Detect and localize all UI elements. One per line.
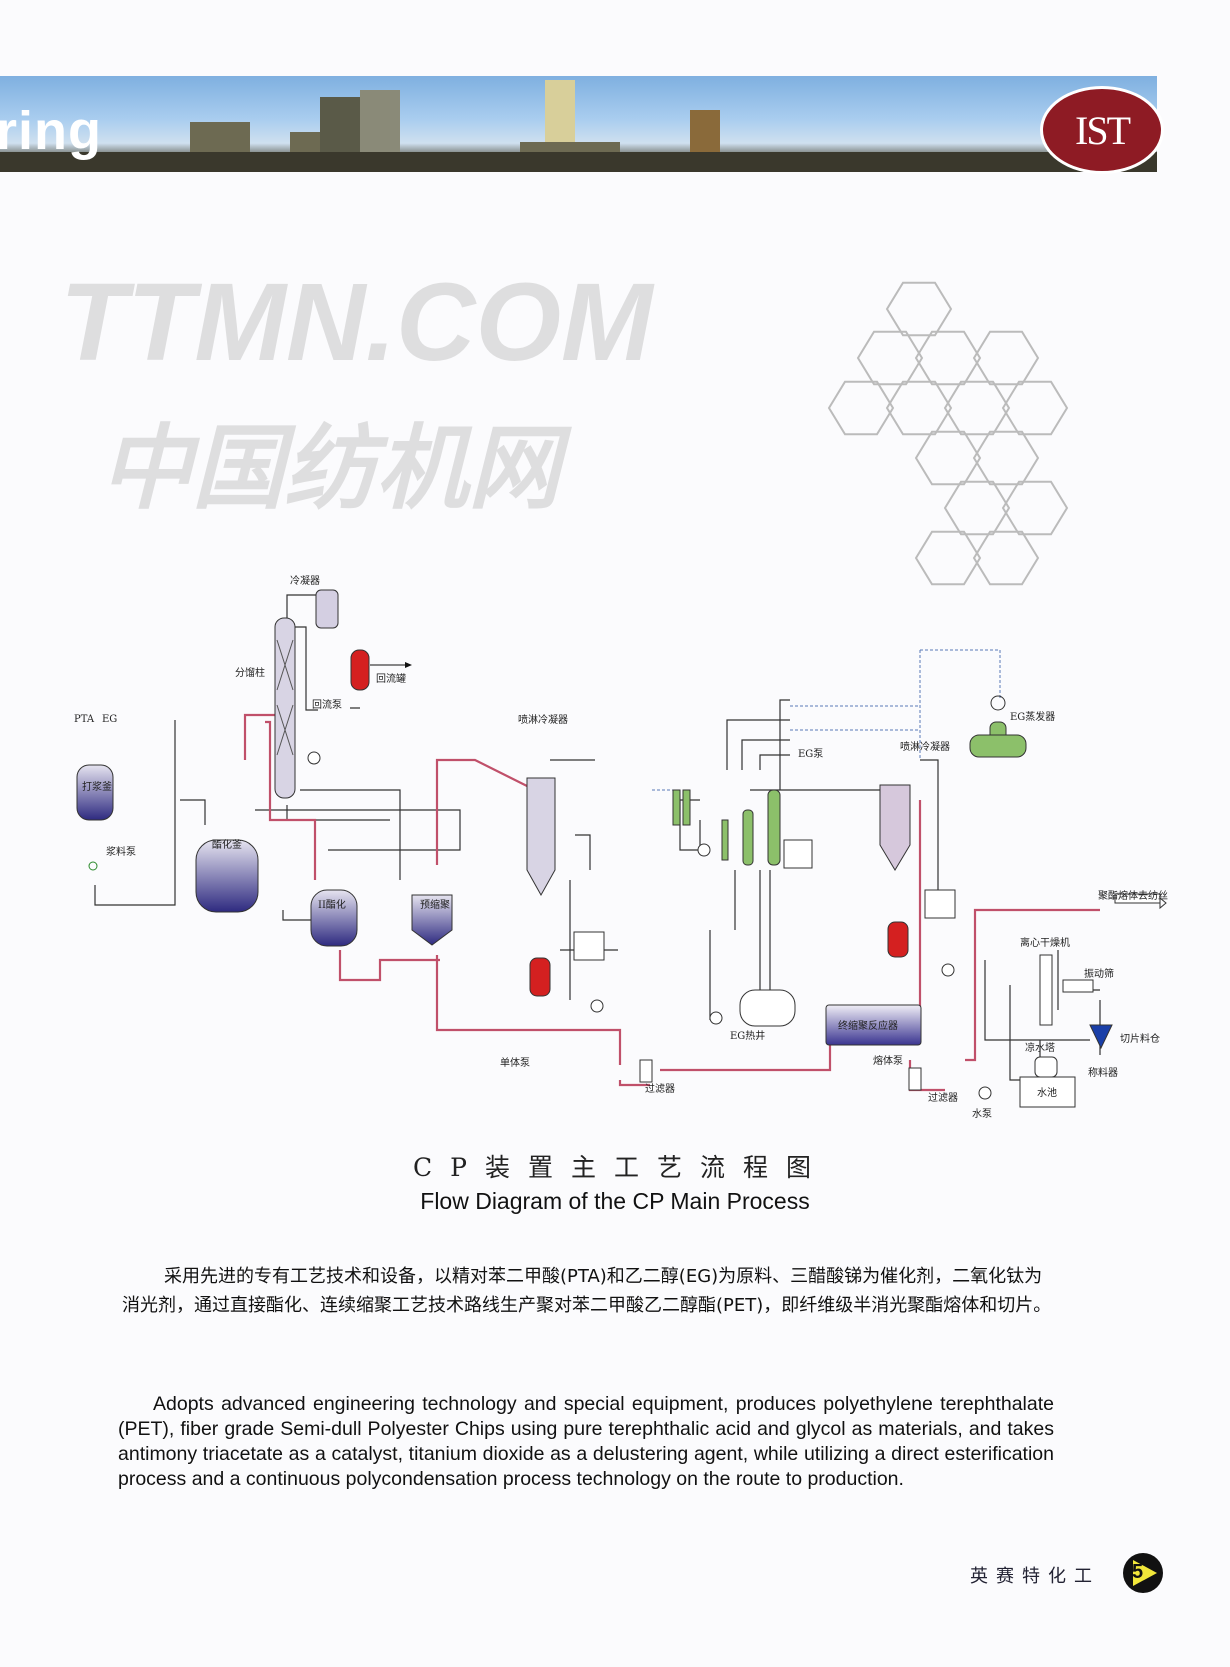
- hexagon-decoration: [827, 281, 1069, 586]
- label-slurry-tank: 打浆釜: [82, 780, 112, 793]
- label-spray-condenser-2: 喷淋冷凝器: [900, 740, 950, 753]
- red-tank-1: [529, 957, 551, 997]
- cooling-tower: [1034, 1056, 1058, 1078]
- reflux-tank: [350, 649, 370, 691]
- label-condenser: 冷凝器: [290, 574, 320, 587]
- condenser: [315, 589, 339, 629]
- slurry-tank: [76, 764, 114, 821]
- label-esterifier-2: II酯化: [318, 898, 346, 911]
- diagram-title-chinese: CP装置主工艺流程图: [413, 1153, 829, 1182]
- hexagon: [827, 380, 895, 436]
- label-eg-pump: EG泵: [798, 748, 823, 760]
- eg-evaporator: [969, 734, 1027, 758]
- spray-condenser-2: [879, 784, 911, 871]
- page-number-badge: 5: [1123, 1553, 1163, 1593]
- hexagon: [914, 430, 982, 486]
- hexagon: [885, 380, 953, 436]
- label-centrifugal-dryer: 离心干燥机: [1020, 936, 1070, 949]
- label-filter-2: 过滤器: [928, 1091, 958, 1104]
- label-pta: PTA: [74, 714, 95, 725]
- hexagon: [972, 430, 1040, 486]
- label-eg-evaporator: EG蒸发器: [1010, 710, 1055, 723]
- label-reflux-pump: 回流泵: [312, 698, 342, 711]
- prepolymerizer-vessel: [411, 894, 453, 946]
- label-prepolymerizer: 预缩聚: [420, 898, 450, 911]
- label-spray-condenser-1: 喷淋冷凝器: [518, 713, 568, 726]
- eg-vapor-lines: [650, 649, 1001, 791]
- vibrating-screen: [1062, 979, 1094, 993]
- label-cooling-tower: 凉水塔: [1025, 1041, 1055, 1054]
- label-fractionating-column: 分馏柱: [235, 666, 265, 679]
- centrifugal-dryer: [1039, 954, 1053, 1026]
- hexagon: [914, 330, 982, 386]
- diagram-title-english: Flow Diagram of the CP Main Process: [420, 1188, 810, 1214]
- footer-brand: 英赛特化工: [970, 1566, 1100, 1587]
- label-eg-hotwell: EG热井: [730, 1029, 765, 1042]
- label-eg: EG: [102, 714, 117, 725]
- header-banner-photo: ring: [0, 76, 1157, 172]
- hexagon: [943, 480, 1011, 536]
- label-water-pool: 水池: [1037, 1086, 1057, 1099]
- hexagon: [1001, 480, 1069, 536]
- label-final-reactor: 终缩聚反应器: [838, 1019, 898, 1032]
- esterifier-2-vessel: [310, 889, 358, 947]
- eg-column: [767, 789, 781, 866]
- hexagon: [943, 380, 1011, 436]
- label-filter-1: 过滤器: [645, 1082, 675, 1095]
- melt-pipes: [243, 713, 1100, 1092]
- label-slurry-pump: 浆料泵: [106, 845, 136, 858]
- red-tank-2: [887, 921, 909, 958]
- esterifier-vessel: [195, 839, 259, 913]
- description-english: Adopts advanced engineering technology a…: [118, 1393, 1054, 1490]
- hexagon: [972, 330, 1040, 386]
- banner-text: ring: [0, 101, 102, 161]
- final-reactor-vessel: [825, 1004, 922, 1046]
- eg-hotwell-vessel: [739, 989, 796, 1027]
- hexagon: [914, 530, 982, 586]
- page-number: 5: [1132, 1561, 1144, 1583]
- label-melt-pump: 熔体泵: [873, 1054, 903, 1067]
- company-logo: IST: [1040, 86, 1164, 174]
- watermark-chinese: 中国纺机网: [100, 418, 572, 520]
- heat-exchanger-1: [573, 931, 605, 961]
- outflow-arrow-icon: [405, 662, 412, 668]
- label-monomer-pump: 单体泵: [500, 1057, 530, 1069]
- chip-silo: [1089, 1024, 1113, 1050]
- description-chinese: 采用先进的专有工艺技术和设备，以精对苯二甲酸(PTA)和乙二醇(EG)为原料、三…: [122, 1266, 1052, 1316]
- spray-condenser-1: [526, 777, 556, 897]
- hexagon: [856, 330, 924, 386]
- hexagon: [972, 530, 1040, 586]
- fractionating-column: [274, 617, 296, 799]
- label-vibrating-screen: 振动筛: [1084, 967, 1114, 980]
- label-melt-to-spinning: 聚酯熔体去纺丝: [1098, 889, 1168, 902]
- label-reflux-tank: 回流罐: [376, 672, 406, 685]
- label-weigher: 称料器: [1088, 1066, 1118, 1079]
- label-chip-silo: 切片料仓: [1120, 1032, 1160, 1045]
- hexagon: [885, 281, 953, 337]
- hexagon: [1001, 380, 1069, 436]
- play-arrow-icon: [1133, 1560, 1157, 1586]
- label-water-pump: 水泵: [972, 1108, 992, 1120]
- watermark-latin: TTMN.COM: [60, 261, 655, 384]
- pumps: [307, 751, 992, 1100]
- label-esterifier: 酯化釜: [212, 838, 242, 851]
